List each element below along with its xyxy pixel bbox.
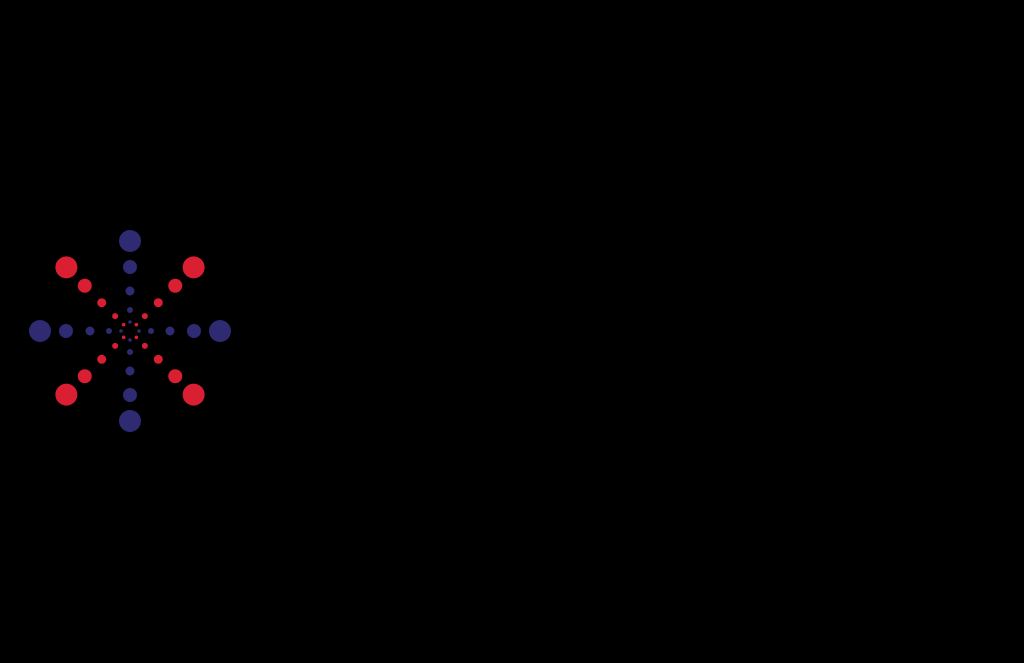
logo-dot: [119, 410, 141, 432]
logo-dot: [127, 349, 133, 355]
logo-dot: [97, 298, 107, 308]
logo-dot: [134, 335, 139, 340]
logo-dot: [125, 286, 135, 296]
logo-dot: [209, 320, 231, 342]
logo-dot: [168, 369, 183, 384]
logo-dot: [125, 366, 135, 376]
logo-dot: [85, 326, 95, 336]
logo-dot: [128, 338, 132, 342]
logo-dot: [55, 256, 78, 279]
logo-dot: [106, 328, 112, 334]
logo-dot: [123, 260, 137, 274]
logo-dot: [182, 383, 205, 406]
logo-dot: [123, 388, 137, 402]
logo-dot: [141, 342, 148, 349]
logo-dot: [29, 320, 51, 342]
logo-dot: [77, 278, 92, 293]
logo-dot: [128, 320, 132, 324]
logo-dot: [153, 298, 163, 308]
logo-dot: [127, 307, 133, 313]
logo-dot: [121, 335, 126, 340]
logo-dot: [153, 354, 163, 364]
logo-dot: [112, 342, 119, 349]
logo-dot: [77, 369, 92, 384]
logo-dot: [141, 313, 148, 320]
logo-dot: [137, 329, 141, 333]
logo-dot: [55, 383, 78, 406]
logo-dot: [59, 324, 73, 338]
logo-dot: [112, 313, 119, 320]
logo-dot: [119, 230, 141, 252]
logo-dot: [168, 278, 183, 293]
logo-dot: [134, 322, 139, 327]
logo-dot: [165, 326, 175, 336]
logo-dot: [187, 324, 201, 338]
logo-dot: [182, 256, 205, 279]
logo-dot: [121, 322, 126, 327]
logo-dot: [97, 354, 107, 364]
logo-dot: [148, 328, 154, 334]
logo-dot: [119, 329, 123, 333]
